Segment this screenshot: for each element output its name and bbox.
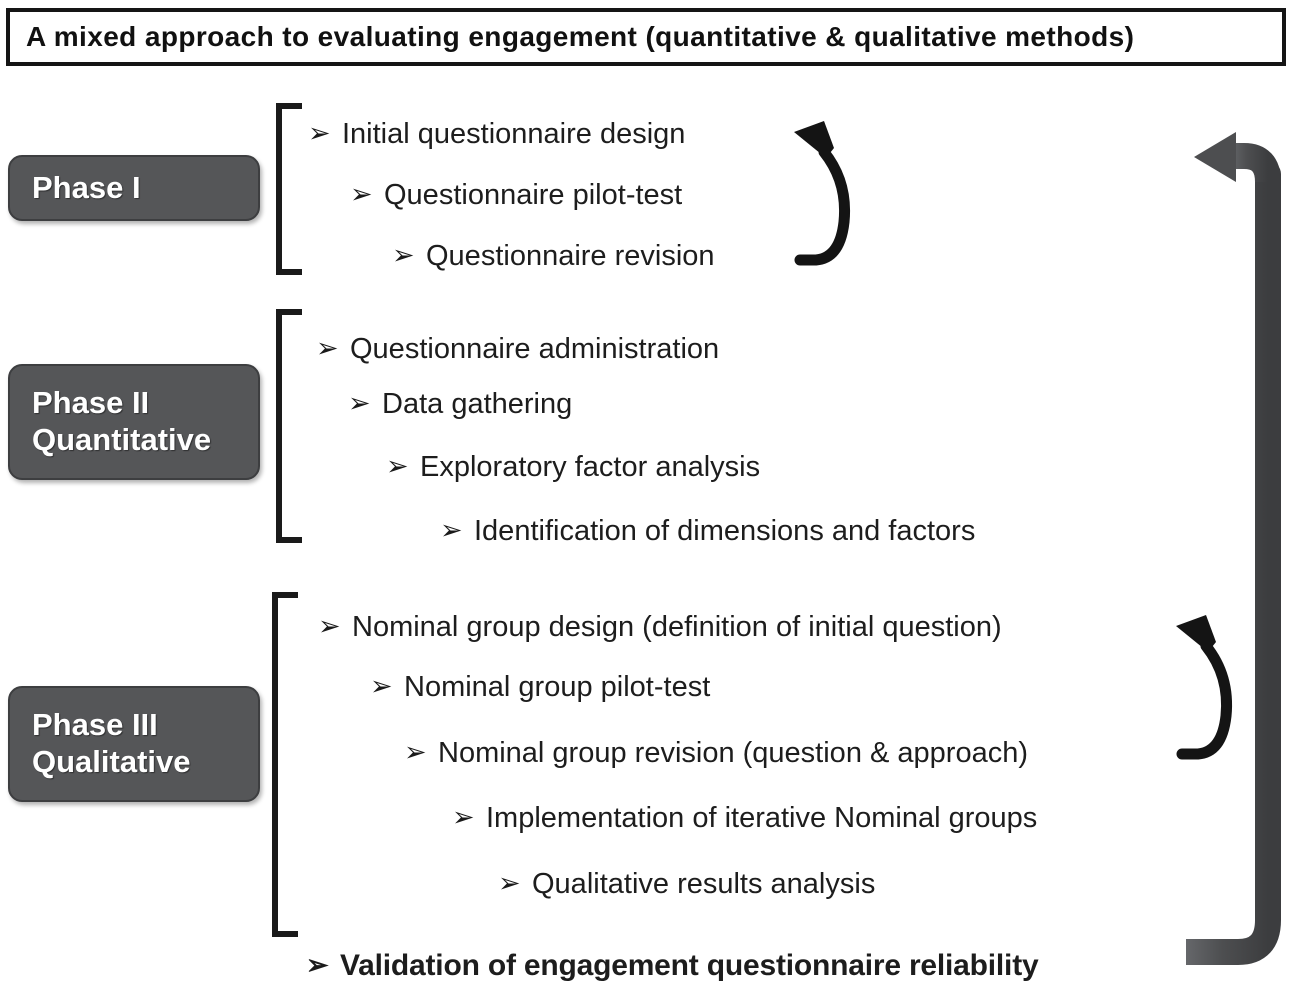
- step-label: Nominal group design (definition of init…: [352, 611, 1002, 643]
- arrow-bullet-icon: ➢: [392, 240, 415, 270]
- final-step-item: ➢ Validation of engagement questionnaire…: [306, 949, 1039, 982]
- step-item: ➢ Data gathering: [348, 390, 572, 419]
- phase-chip-line: Qualitative: [32, 744, 191, 779]
- step-label: Initial questionnaire design: [342, 118, 686, 150]
- arrow-bullet-icon: ➢: [404, 737, 427, 767]
- step-item: ➢ Exploratory factor analysis: [386, 453, 760, 482]
- page-title: A mixed approach to evaluating engagemen…: [26, 21, 1135, 52]
- iteration-loop-arrow-phase-3: [1176, 615, 1233, 760]
- step-item: ➢ Initial questionnaire design: [308, 120, 685, 149]
- step-label: Identification of dimensions and factors: [474, 515, 976, 547]
- phase-chip-phase-3: Phase III Qualitative: [8, 686, 260, 802]
- arrow-bullet-icon: ➢: [350, 179, 373, 209]
- arrow-bullet-icon: ➢: [306, 950, 329, 980]
- iteration-loop-arrow-phase-1: [794, 121, 851, 266]
- arrow-bullet-icon: ➢: [308, 118, 331, 148]
- group-bracket-phase-1: [276, 103, 302, 275]
- step-item: ➢ Identification of dimensions and facto…: [440, 517, 975, 546]
- step-label: Questionnaire revision: [426, 240, 715, 272]
- phase-chip-line: Quantitative: [32, 422, 212, 457]
- diagram-title-box: A mixed approach to evaluating engagemen…: [6, 8, 1286, 66]
- arrow-bullet-icon: ➢: [348, 388, 371, 418]
- step-label: Questionnaire pilot-test: [384, 179, 683, 211]
- overall-feedback-return-arrow: [1186, 132, 1281, 965]
- arrow-bullet-icon: ➢: [386, 451, 409, 481]
- phase-chip-phase-2: Phase II Quantitative: [8, 364, 260, 480]
- step-label: Nominal group revision (question & appro…: [438, 737, 1028, 769]
- step-item: ➢ Nominal group pilot-test: [370, 673, 710, 702]
- arrow-bullet-icon: ➢: [370, 671, 393, 701]
- arrow-bullet-icon: ➢: [318, 611, 341, 641]
- step-label: Data gathering: [382, 388, 573, 420]
- arrow-bullet-icon: ➢: [316, 333, 339, 363]
- phase-chip-phase-1: Phase I: [8, 155, 260, 221]
- phase-chip-line: Phase III: [32, 707, 158, 743]
- step-label: Qualitative results analysis: [532, 868, 876, 900]
- final-step-label: Validation of engagement questionnaire r…: [340, 949, 1039, 982]
- step-item: ➢ Implementation of iterative Nominal gr…: [452, 804, 1037, 833]
- step-label: Exploratory factor analysis: [420, 451, 761, 483]
- arrow-bullet-icon: ➢: [440, 515, 463, 545]
- step-label: Implementation of iterative Nominal grou…: [486, 802, 1038, 834]
- step-item: ➢ Questionnaire revision: [392, 242, 715, 271]
- phase-chip-line: Phase II: [32, 385, 150, 421]
- group-bracket-phase-3: [272, 592, 298, 937]
- step-item: ➢ Nominal group design (definition of in…: [318, 613, 1002, 642]
- group-bracket-phase-2: [276, 309, 302, 543]
- step-label: Questionnaire administration: [350, 333, 720, 365]
- step-item: ➢ Nominal group revision (question & app…: [404, 739, 1028, 768]
- arrow-bullet-icon: ➢: [452, 802, 475, 832]
- step-item: ➢ Questionnaire pilot-test: [350, 181, 682, 210]
- phase-chip-line: Phase I: [32, 169, 141, 205]
- step-item: ➢ Qualitative results analysis: [498, 870, 875, 899]
- arrow-bullet-icon: ➢: [498, 868, 521, 898]
- step-label: Nominal group pilot-test: [404, 671, 711, 703]
- step-item: ➢ Questionnaire administration: [316, 335, 719, 364]
